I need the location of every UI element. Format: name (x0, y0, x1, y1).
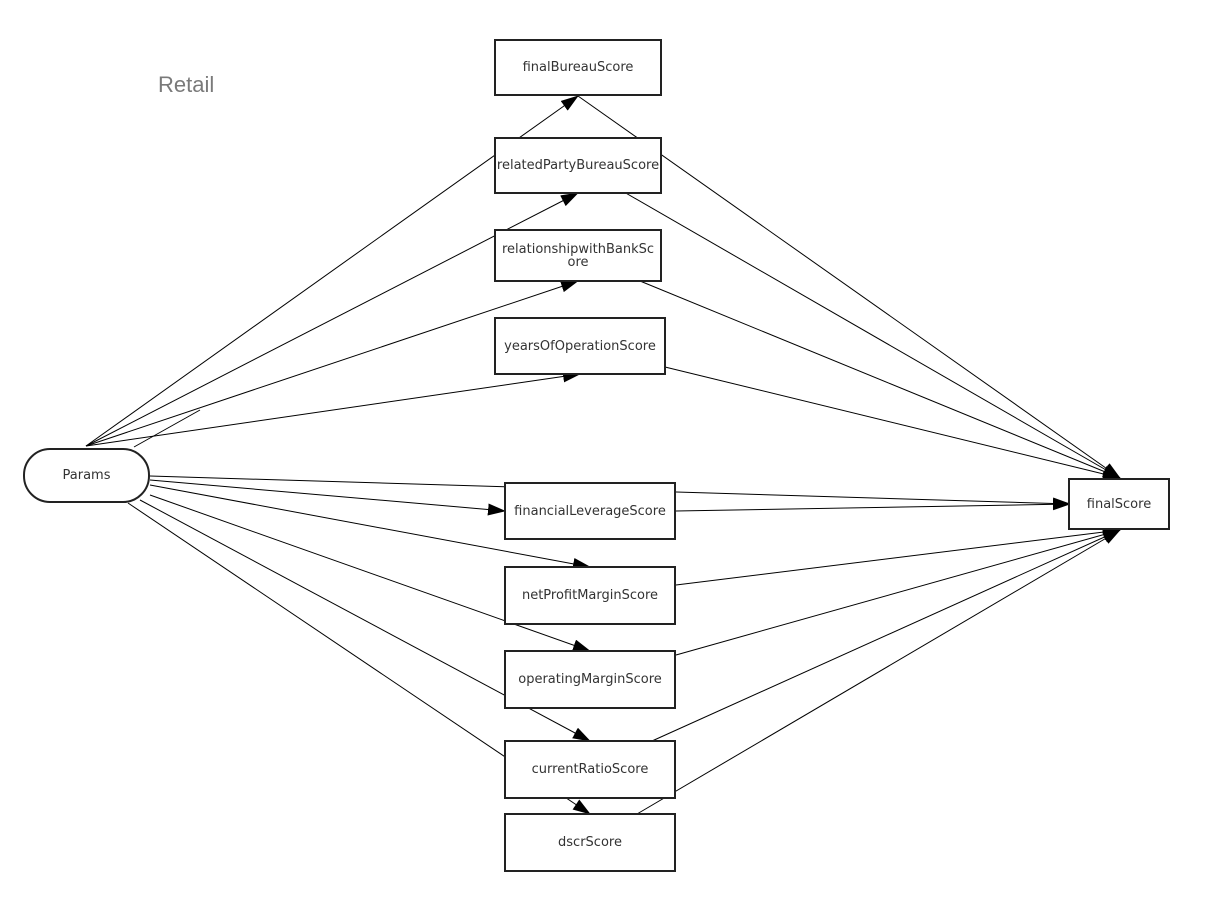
edge-params-to-operatingMarginScore (149, 494, 591, 652)
edge-params-to-financialLeverageScore (149, 479, 506, 516)
params-label: Params (62, 468, 111, 483)
edge-params-to-yearsOfOperationScore (85, 370, 581, 447)
net-profit-margin-score-node[interactable]: netProfitMarginScore (504, 566, 676, 625)
edge-relatedPartyBureauScore-to-finalScore (623, 191, 1121, 479)
years-of-operation-score-node[interactable]: yearsOfOperationScore (494, 317, 666, 375)
edge-financialLeverageScore-to-finalScore (675, 498, 1071, 512)
operating-margin-score-node[interactable]: operatingMarginScore (504, 650, 676, 709)
final-bureau-score-label: finalBureauScore (522, 60, 634, 75)
diagram-title: Retail (158, 72, 215, 97)
final-bureau-score-node[interactable]: finalBureauScore (494, 39, 662, 96)
financial-leverage-score-node[interactable]: financialLeverageScore (504, 482, 676, 540)
edge-finalBureauScore-to-finalScore (577, 95, 1121, 479)
edge-dscrScore-to-finalScore (636, 529, 1121, 815)
final-score-label: finalScore (1086, 496, 1152, 512)
net-profit-margin-score-label: netProfitMarginScore (521, 588, 659, 603)
related-party-bureau-score-label: relatedPartyBureauScore (496, 158, 660, 173)
relationship-with-bank-score-node[interactable]: relationshipwithBankScore (494, 229, 662, 282)
years-of-operation-score-label: yearsOfOperationScore (504, 338, 656, 354)
edge-yearsOfOperationScore-to-finalScore (664, 366, 1121, 480)
edge-params-to-relationshipWithBankScore (85, 280, 579, 447)
edge-params-to-netProfitMarginScore (149, 484, 591, 570)
edge-netProfitMarginScore-to-finalScore (675, 526, 1121, 586)
dscr-score-label: dscrScore (558, 835, 622, 850)
edge-connector-segment (133, 409, 201, 448)
params-node[interactable]: Params (23, 448, 150, 503)
operating-margin-score-label: operatingMarginScore (518, 672, 662, 687)
financial-leverage-score-label: financialLeverageScore (514, 503, 666, 519)
dscr-score-node[interactable]: dscrScore (504, 813, 676, 872)
edge-currentRatioScore-to-finalScore (651, 529, 1121, 742)
current-ratio-score-label: currentRatioScore (531, 762, 649, 777)
final-score-node[interactable]: finalScore (1068, 478, 1170, 530)
current-ratio-score-node[interactable]: currentRatioScore (504, 740, 676, 799)
related-party-bureau-score-node[interactable]: relatedPartyBureauScore (494, 137, 662, 194)
edge-relationshipWithBankScore-to-finalScore (639, 280, 1121, 479)
edge-operatingMarginScore-to-finalScore (675, 528, 1121, 656)
relationship-with-bank-score-label: relationshipwithBankScore (501, 241, 655, 270)
